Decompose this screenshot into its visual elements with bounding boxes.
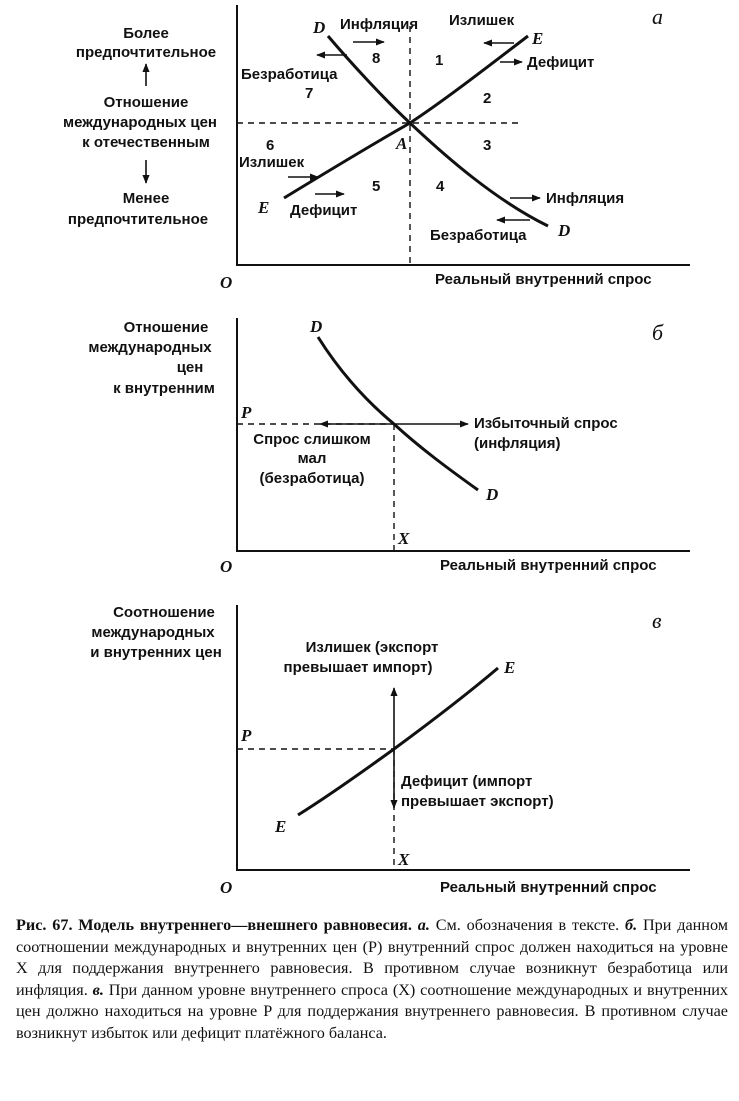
panel-a-d-label-top: D — [312, 18, 325, 37]
zone-6: 6 — [266, 137, 274, 154]
y-bot-line-1: Менее — [123, 190, 170, 207]
panel-c-origin: O — [220, 878, 232, 897]
panel-c-e-label-bottom: E — [274, 817, 286, 836]
y-line-4: к внутренним — [113, 380, 215, 397]
panel-b-origin: O — [220, 557, 232, 576]
panel-c-y-axis-label: Соотношение международных и внутренних ц… — [90, 604, 222, 661]
panel-a-e-label-top: E — [531, 29, 543, 48]
y-line-3: и внутренних цен — [90, 644, 222, 661]
y-line-3: цен — [177, 359, 204, 376]
label-inflation-top: Инфляция — [340, 16, 418, 33]
panel-c: в O Реальный внутренний спрос Соотношени… — [90, 604, 690, 897]
panel-b-p-label: P — [240, 403, 252, 422]
panel-a-letter: а — [652, 4, 663, 29]
figure-caption: Рис. 67. Модель внутреннего—внешнего рав… — [16, 915, 728, 1044]
panel-a-e-label-bottom: E — [257, 198, 269, 217]
y-mid-line-2: международных цен — [63, 114, 217, 131]
caption-a-letter: а. — [417, 916, 430, 934]
label-deficit-bottom: Дефицит — [290, 202, 357, 219]
label-inflation-bottom: Инфляция — [546, 190, 624, 207]
panel-b-curve-dd — [316, 336, 479, 492]
panel-b-x-axis-label: Реальный внутренний спрос — [440, 557, 657, 574]
panel-c-p-label: P — [240, 726, 252, 745]
panel-b: б O Реальный внутренний спрос Отношение … — [88, 317, 690, 576]
label-surplus-top: Излишек — [449, 12, 515, 29]
zone-1: 1 — [435, 52, 443, 69]
zone-4: 4 — [436, 178, 445, 195]
panel-a: а O Реальный внутренний спрос Более пред… — [63, 4, 690, 292]
panel-b-left-line-3: (безработица) — [260, 470, 365, 487]
panel-b-axes — [236, 318, 690, 552]
caption-c-text: При данном уровне внутреннего спроса (X)… — [16, 980, 728, 1042]
panel-b-letter: б — [652, 320, 664, 345]
figure: а O Реальный внутренний спрос Более пред… — [63, 4, 690, 897]
panel-c-e-label-top: E — [503, 658, 515, 677]
zone-3: 3 — [483, 137, 491, 154]
panel-a-y-axis-label: Более предпочтительное Отношение междуна… — [63, 25, 217, 228]
panel-c-up-line-1: Излишек (экспорт — [306, 639, 439, 656]
panel-b-right-line-2: (инфляция) — [474, 435, 561, 452]
panel-b-left-line-2: мал — [298, 450, 327, 467]
panel-c-letter: в — [652, 608, 662, 633]
panel-a-point-a: A — [395, 134, 407, 153]
y-mid-line-3: к отечественным — [82, 134, 210, 151]
y-line-1: Соотношение — [113, 604, 215, 621]
y-line-2: международных — [88, 339, 212, 356]
caption-a-text: См. обозначения в тексте. — [435, 916, 620, 934]
panel-c-down-line-2: превышает экспорт) — [401, 793, 554, 810]
panel-b-left-line-1: Спрос слишком — [253, 431, 371, 448]
panel-c-up-line-2: превышает импорт) — [284, 659, 433, 676]
y-top-line-2: предпочтительное — [76, 44, 216, 61]
zone-5: 5 — [372, 178, 380, 195]
panel-a-curve-dd — [326, 35, 549, 228]
panel-b-right-line-1: Избыточный спрос — [474, 415, 618, 432]
panel-a-origin: O — [220, 273, 232, 292]
panel-c-axes — [236, 605, 690, 871]
y-mid-line-1: Отношение — [104, 94, 189, 111]
label-unemployment-top: Безработица — [241, 66, 338, 83]
panel-a-axes — [236, 5, 690, 266]
y-top-line-1: Более — [123, 25, 169, 42]
label-deficit-right: Дефицит — [527, 54, 594, 71]
label-unemployment-bottom: Безработица — [430, 227, 527, 244]
caption-b-letter: б. — [625, 916, 638, 934]
panel-b-d-label-bottom: D — [485, 485, 498, 504]
panel-a-curve-ee — [283, 34, 529, 200]
panel-a-x-axis-label: Реальный внутренний спрос — [435, 271, 652, 288]
y-line-1: Отношение — [124, 319, 209, 336]
zone-8: 8 — [372, 50, 380, 67]
panel-b-d-label-top: D — [309, 317, 322, 336]
zone-7: 7 — [305, 85, 313, 102]
caption-b-text: При данном соотношении международных и в… — [16, 916, 728, 999]
panel-b-y-axis-label: Отношение международных цен к внутренним — [88, 319, 214, 397]
y-bot-line-2: предпочтительное — [68, 211, 208, 228]
caption-title: Рис. 67. Модель внутреннего—внешнего рав… — [16, 916, 412, 934]
panel-c-x-axis-label: Реальный внутренний спрос — [440, 879, 657, 896]
panel-b-x-label: X — [397, 529, 410, 548]
zone-2: 2 — [483, 90, 491, 107]
panel-c-x-label: X — [397, 850, 410, 869]
panel-a-d-label-bottom: D — [557, 221, 570, 240]
label-surplus-bottom: Излишек — [239, 154, 305, 171]
y-line-2: международных — [91, 624, 215, 641]
caption-c-letter: в. — [92, 980, 104, 999]
panel-c-down-line-1: Дефицит (импорт — [401, 773, 532, 790]
